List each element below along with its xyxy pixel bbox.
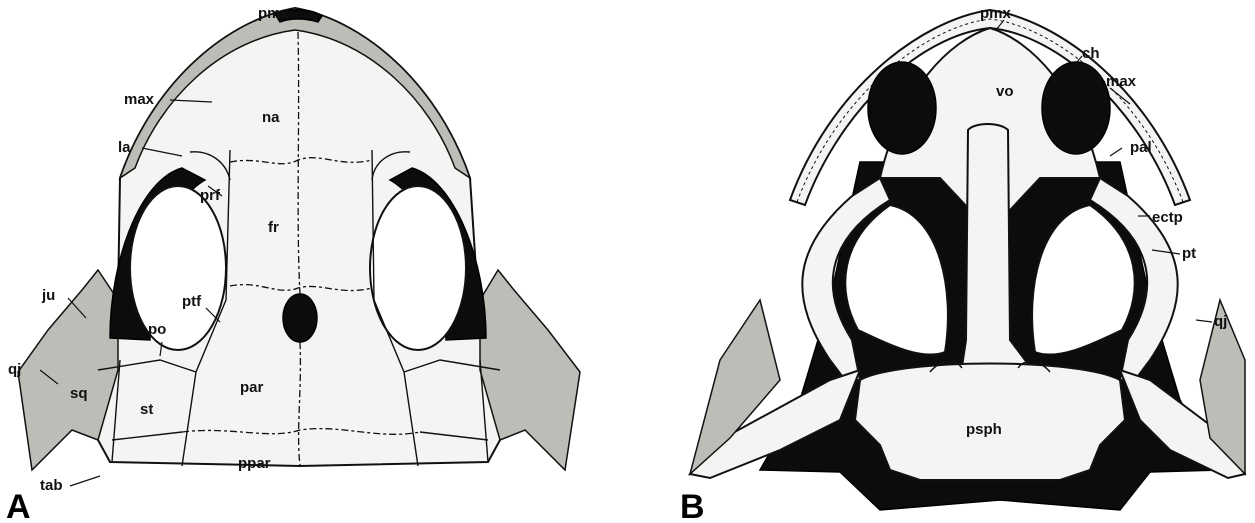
label-ppar-a: ppar [238, 455, 271, 472]
leader-qj-b [1196, 320, 1212, 322]
label-vo-b: vo [996, 83, 1014, 100]
label-psph-b: psph [966, 421, 1002, 438]
label-par-a: par [240, 379, 264, 396]
panel-a-dorsal-skull: pmx max na la prf fr ju ptf po qj sq st … [6, 5, 580, 523]
panel-b-palatal-skull: pmx ch vo max pal ectp pt qj psph B [680, 5, 1245, 523]
label-ptf-a: ptf [182, 293, 202, 310]
label-pmx-a: pmx [258, 5, 290, 22]
label-ch-b: ch [1082, 45, 1100, 62]
label-st-a: st [140, 401, 153, 418]
label-sq-a: sq [70, 385, 88, 402]
label-fr-a: fr [268, 219, 279, 236]
label-max-a: max [124, 91, 155, 108]
right-choana [1042, 62, 1110, 154]
label-tab-a: tab [40, 477, 63, 494]
leader-pal-b [1110, 148, 1122, 156]
label-qj-b: qj [1214, 313, 1227, 330]
label-pt-b: pt [1182, 245, 1196, 262]
left-orbit [130, 186, 226, 350]
label-qj-a: qj [8, 361, 21, 378]
label-max-b: max [1106, 73, 1137, 90]
left-choana [868, 62, 936, 154]
label-la-a: la [118, 139, 131, 156]
label-na-a: na [262, 109, 280, 126]
pineal-foramen [283, 294, 317, 342]
panel-letter-b: B [680, 488, 705, 523]
label-prf-a: prf [200, 187, 221, 204]
label-ju-a: ju [41, 287, 55, 304]
label-ectp-b: ectp [1152, 209, 1183, 226]
leader-tab-a [70, 476, 100, 486]
label-pal-b: pal [1130, 139, 1152, 156]
label-pmx-b: pmx [980, 5, 1012, 22]
panel-letter-a: A [6, 488, 31, 523]
label-po-a: po [148, 321, 166, 338]
